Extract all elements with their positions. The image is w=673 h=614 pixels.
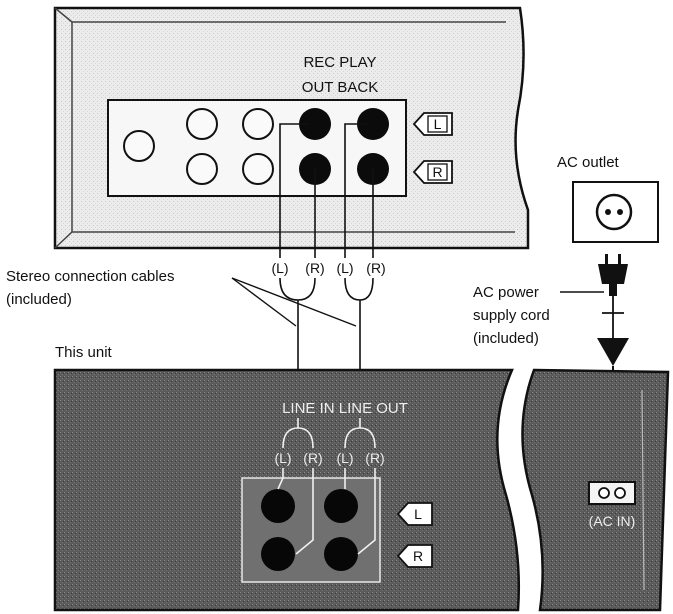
stereo-cables-bottom [277,418,376,555]
cable-plug-labels-top: (L) (R) (L) (R) [271,260,385,276]
svg-text:(L): (L) [274,450,291,466]
svg-text:(R): (R) [366,260,385,276]
svg-text:(L): (L) [271,260,288,276]
jack-hollow [123,130,155,162]
jack-line-in-r [261,537,295,571]
line-in-line-out-label: LINE IN LINE OUT [282,400,408,417]
jack-play-back-l [357,108,389,140]
jack-hollow [242,153,274,185]
ac-cord-label: AC power [473,284,539,301]
cable-pointer-line [231,277,297,327]
ac-cord-label-3: (included) [473,330,539,347]
out-back-label: OUT BACK [302,79,378,96]
cable-pointer-line [231,277,357,327]
svg-text:(R): (R) [365,450,384,466]
jack-hollow [186,153,218,185]
cable-plug-labels-bottom: (L) (R) (L) (R) [274,450,384,466]
unit-jack-panel [241,477,381,583]
channel-label-r: R [432,164,442,180]
jack-rec-out-l [299,108,331,140]
channel-label-l-bottom: L [414,506,422,522]
svg-text:(L): (L) [336,450,353,466]
jack-line-out-r [324,537,358,571]
ac-in-label: (AC IN) [589,513,636,529]
jack-line-in-l [261,489,295,523]
channel-label-r-bottom: R [413,548,423,564]
channel-left-icon: L [412,112,453,136]
channel-label-l: L [434,116,442,132]
jack-hollow [186,108,218,140]
jack-hollow [242,108,274,140]
this-unit-device: L R [53,368,670,612]
channel-right-icon: R [396,544,433,568]
svg-text:(R): (R) [305,260,324,276]
this-unit-label: This unit [55,344,113,361]
rec-play-label: REC PLAY [303,54,376,71]
ac-cord-label-2: supply cord [473,307,550,324]
channel-right-icon: R [412,160,453,184]
outlet-icon [572,181,659,243]
stereo-cables-included-label: (included) [6,291,72,308]
channel-left-icon: L [396,502,433,526]
svg-text:(L): (L) [336,260,353,276]
ac-inlet-icon [588,481,636,505]
jack-line-out-l [324,489,358,523]
svg-text:(R): (R) [303,450,322,466]
stereo-cables-label: Stereo connection cables [6,268,174,285]
ac-outlet-label: AC outlet [557,154,620,171]
power-plug-icon [598,254,628,296]
stereo-cables [279,123,374,410]
source-deck: L R REC PLAY OUT BACK [53,6,530,250]
ac-cord-connector [597,338,629,366]
